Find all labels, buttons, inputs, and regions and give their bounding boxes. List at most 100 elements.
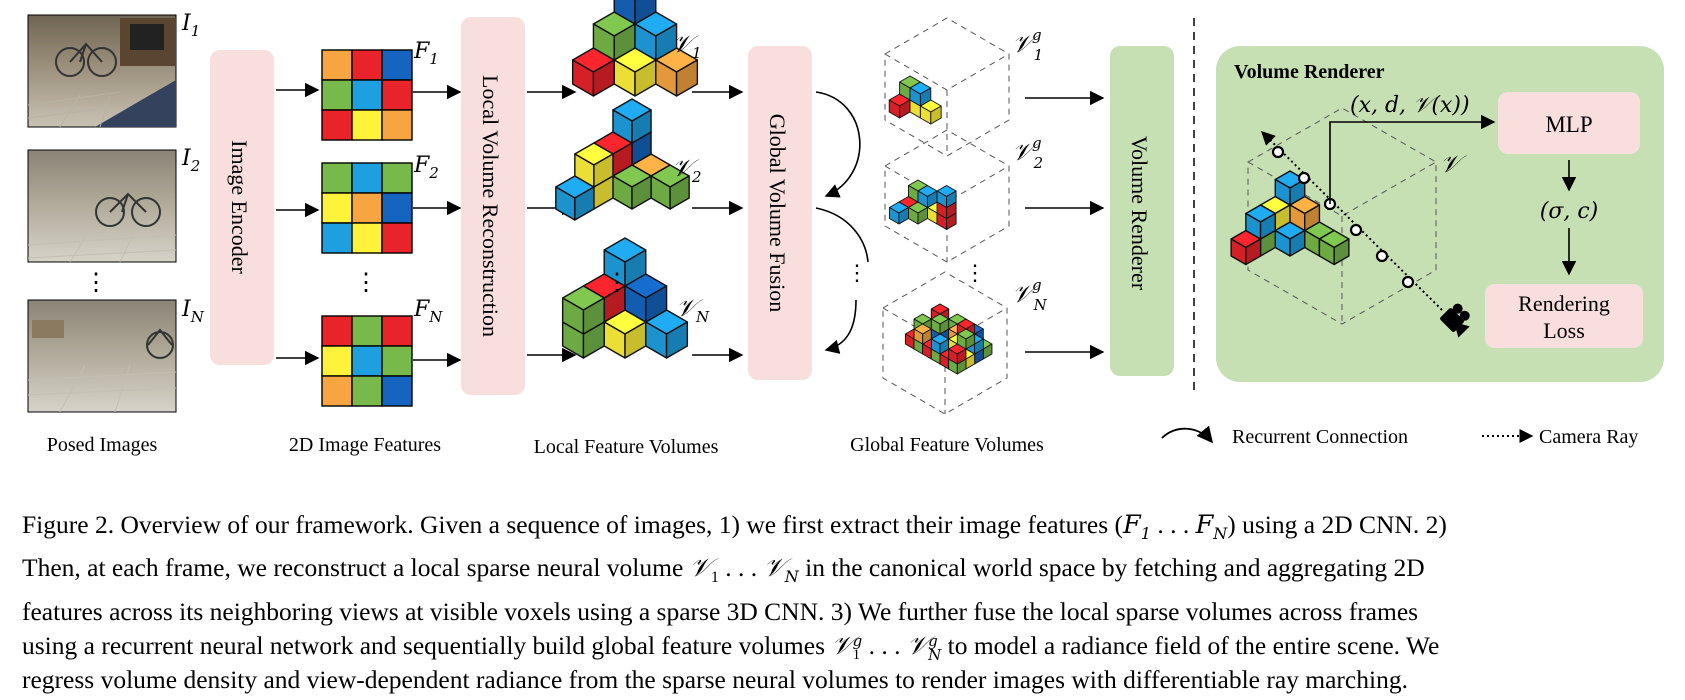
voxel-face: [974, 338, 984, 355]
svg-text:IN: IN: [181, 297, 205, 326]
voxel-face: [1245, 238, 1262, 266]
posed-image-1: [27, 14, 177, 128]
image-label-n: IN: [181, 297, 205, 326]
feature-label-n: FN: [413, 297, 443, 326]
svg-text:FN: FN: [413, 297, 443, 326]
recurrent-arrow-2: [815, 207, 869, 263]
feature-cell: [381, 315, 413, 347]
mlp-output: (σ, c): [1540, 199, 1599, 224]
column-label-global-volumes: Global Feature Volumes: [850, 434, 1044, 456]
feature-cell: [381, 162, 413, 194]
feature-cell: [351, 109, 383, 141]
feature-cell: [381, 79, 413, 111]
voxel-face: [1304, 204, 1321, 232]
svg-text:𝒱g2: 𝒱g2: [1012, 134, 1043, 172]
images-ellipsis: ⋮: [84, 270, 108, 296]
feature-cell: [381, 345, 413, 377]
voxel-face: [655, 23, 678, 61]
column-label-posed-images: Posed Images: [47, 434, 158, 456]
renderer-panel-title: Volume Renderer: [1234, 61, 1385, 83]
image-label-2: I2: [181, 146, 200, 175]
voxel-face: [1333, 238, 1350, 266]
global-volumes-ellipsis: ⋮: [964, 260, 986, 285]
voxel-face: [593, 153, 614, 188]
camera-ray: [1261, 131, 1443, 311]
figure-caption: Figure 2. Overview of our framework. Giv…: [22, 508, 1672, 697]
feature-label-1: F1: [413, 39, 439, 68]
feature-cell: [321, 222, 353, 254]
camera-icon: [1440, 303, 1470, 338]
feature-cell: [351, 375, 383, 407]
posed-image-2: [27, 149, 177, 263]
voxel-face: [645, 285, 668, 323]
voxel-face: [898, 207, 909, 225]
voxel-face: [919, 87, 932, 107]
caption-line-1: Figure 2. Overview of our framework. Giv…: [22, 510, 1447, 544]
feature-cell: [381, 375, 413, 407]
voxel-face: [631, 175, 652, 210]
voxel-face: [930, 105, 942, 125]
voxel-face: [1289, 178, 1306, 206]
feature-cell: [381, 109, 413, 141]
feature-cell: [351, 49, 383, 81]
global-volume-n: [882, 271, 1008, 415]
local-volume-label-2: 𝒱2: [672, 154, 702, 186]
voxel-face: [669, 175, 690, 210]
volume-renderer-box: [1110, 46, 1174, 376]
svg-text:𝒱N: 𝒱N: [676, 294, 710, 326]
voxel-face: [956, 348, 967, 365]
rendering-loss-box: [1485, 284, 1643, 348]
rendering-loss-label-1: Rendering: [1518, 291, 1610, 316]
voxel-face: [675, 59, 699, 97]
feature-cell: [321, 79, 353, 111]
features-ellipsis: ⋮: [354, 270, 378, 296]
local-volume-1: [571, 0, 699, 97]
local-volumes-ellipsis: ⋮: [605, 270, 629, 296]
svg-text:I2: I2: [181, 146, 200, 175]
local-volume-label-n: 𝒱N: [676, 294, 710, 326]
renderer-voxels: [1230, 170, 1350, 266]
volume-renderer-label: Volume Renderer: [1127, 136, 1152, 291]
feature-cell: [381, 49, 413, 81]
posed-image-n: [27, 299, 177, 413]
voxel-face: [917, 207, 928, 225]
recurrent-arrow-1: [815, 91, 861, 198]
feature-grid-n: [321, 315, 413, 407]
svg-text:I1: I1: [181, 11, 200, 40]
mlp-label: MLP: [1545, 112, 1592, 137]
feature-cell: [351, 79, 383, 111]
mlp-box: [1498, 92, 1640, 154]
svg-text:𝒱2: 𝒱2: [672, 154, 702, 186]
voxel-face: [574, 186, 595, 221]
local-volume-reconstruction-box: [461, 17, 525, 395]
volume-outline: [884, 17, 1010, 157]
global-volume-2: [884, 129, 1010, 263]
global-volume-fusion-label: Global Volume Fusion: [765, 114, 790, 312]
caption-line-2: Then, at each frame, we reconstruct a lo…: [22, 553, 1425, 587]
caption-line-4: using a recurrent neural network and seq…: [22, 631, 1440, 665]
column-label-local-volumes: Local Feature Volumes: [534, 436, 719, 458]
feature-grid-1: [321, 49, 413, 141]
voxel-face: [592, 59, 615, 97]
svg-text:F2: F2: [413, 153, 439, 182]
recurrent-arrow-3: [824, 299, 857, 354]
feature-cell: [351, 315, 383, 347]
local-volume-2: [555, 98, 690, 221]
local-volume-label-1: 𝒱1: [672, 30, 702, 62]
feature-cell: [381, 222, 413, 254]
voxel-face: [582, 297, 605, 335]
voxel-face: [631, 109, 652, 144]
fusion-ellipsis: ⋮: [846, 260, 868, 285]
legend-camera-ray-label: Camera Ray: [1539, 426, 1638, 448]
global-volume-fusion-box: [748, 46, 812, 380]
column-label-image-features: 2D Image Features: [289, 434, 441, 456]
rendering-loss-label-2: Loss: [1543, 318, 1585, 343]
svg-text:𝒱1: 𝒱1: [672, 30, 702, 62]
voxel-face: [946, 190, 957, 208]
image-encoder-box: [210, 50, 274, 365]
voxel-face: [1259, 212, 1276, 240]
feature-cell: [351, 192, 383, 224]
feature-cell: [321, 109, 353, 141]
feature-cell: [321, 315, 353, 347]
